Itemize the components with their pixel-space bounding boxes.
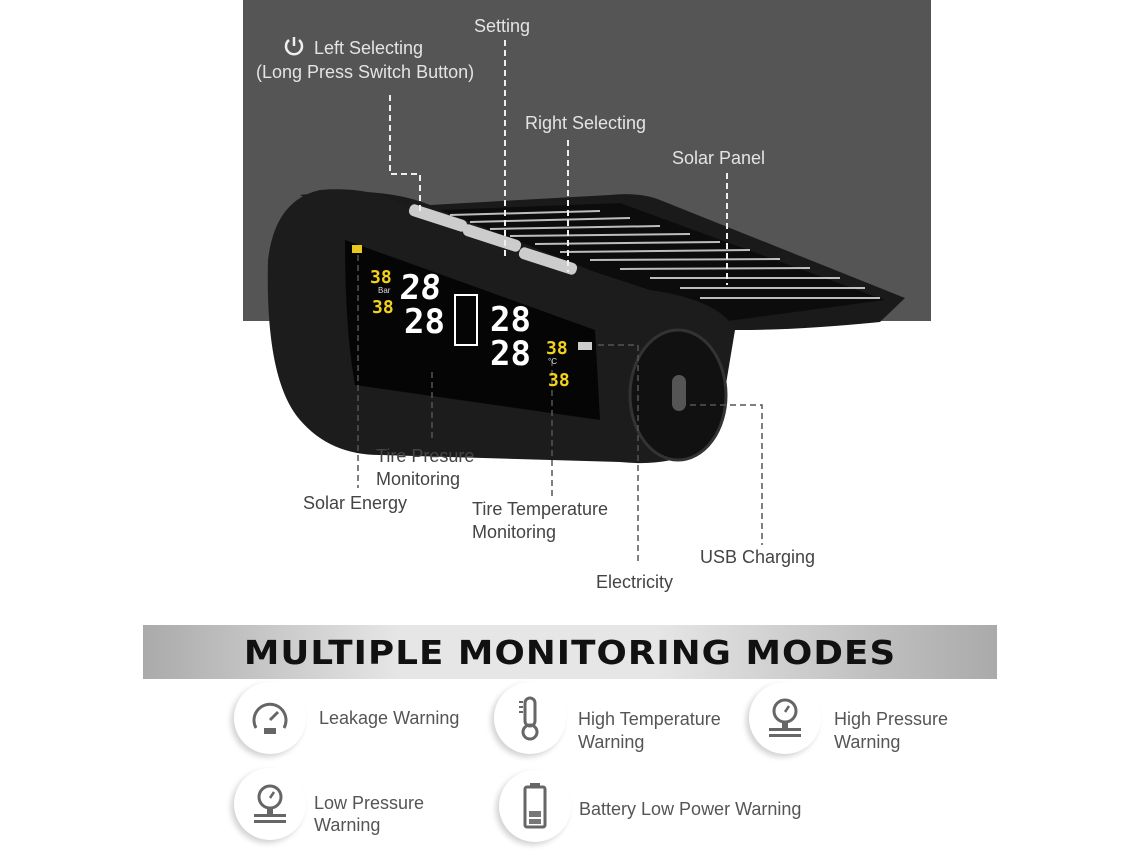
mode-label: Warning (834, 732, 901, 752)
label-electricity: Electricity (596, 572, 674, 592)
battery-icon (499, 770, 571, 842)
mode-label: Leakage Warning (319, 708, 460, 728)
mode-label: Warning (578, 732, 645, 752)
label-left-selecting: Left Selecting (314, 38, 424, 58)
car-icon (454, 294, 478, 346)
pressure-gauge-icon (234, 768, 306, 840)
lcd-screen (345, 240, 600, 420)
label-usb-charging: USB Charging (700, 547, 816, 567)
solar-panel-lines (449, 210, 880, 299)
label-tire-temperature: Tire Temperature (472, 499, 609, 519)
label-solar-energy: Solar Energy (303, 493, 408, 513)
mode-label: High Pressure (834, 709, 949, 729)
power-icon (284, 37, 304, 56)
mode-label: High Temperature (578, 709, 721, 729)
label-solar-panel: Solar Panel (672, 148, 766, 168)
lcd-rear-right-value: 28 (490, 334, 531, 374)
label-setting: Setting (474, 16, 531, 36)
lcd-front-right-value: 28 (490, 300, 531, 340)
banner-title: MULTIPLE MONITORING MODES (243, 632, 897, 672)
lcd-left-pressure-top: 38 (370, 267, 392, 288)
mode-label: Battery Low Power Warning (579, 799, 802, 819)
speedometer-icon (234, 682, 306, 754)
label-long-press: (Long Press Switch Button) (256, 62, 475, 82)
mode-label: Warning (314, 815, 381, 835)
lcd-pressure-unit: Bar (378, 286, 391, 295)
solar-energy-indicator (352, 245, 362, 253)
label-tire-temperature-monitoring: Monitoring (472, 522, 557, 542)
lcd-right-temp-top: 38 (546, 338, 568, 359)
lcd-left-pressure-bottom: 38 (372, 297, 394, 318)
solar-panel-cells (440, 203, 885, 322)
lcd-rear-left-value: 28 (404, 302, 445, 342)
modes-banner: MULTIPLE MONITORING MODES (143, 625, 997, 679)
label-right-selecting: Right Selecting (525, 113, 647, 133)
left-selecting-button (408, 204, 468, 232)
setting-button (462, 224, 522, 252)
battery-indicator (578, 342, 592, 350)
thermometer-icon (494, 682, 566, 754)
label-tire-pressure-monitoring: Monitoring (376, 469, 461, 489)
mode-label: Low Pressure (314, 793, 425, 813)
tpms-device-illustration (267, 40, 905, 565)
lcd-right-temp-bottom: 38 (548, 370, 570, 391)
right-selecting-button (518, 247, 578, 275)
label-tire-pressure: Tire Presure (376, 446, 475, 466)
lcd-temp-unit: °C (548, 357, 557, 366)
pressure-gauge-icon (749, 682, 821, 754)
usb-port (672, 375, 686, 411)
